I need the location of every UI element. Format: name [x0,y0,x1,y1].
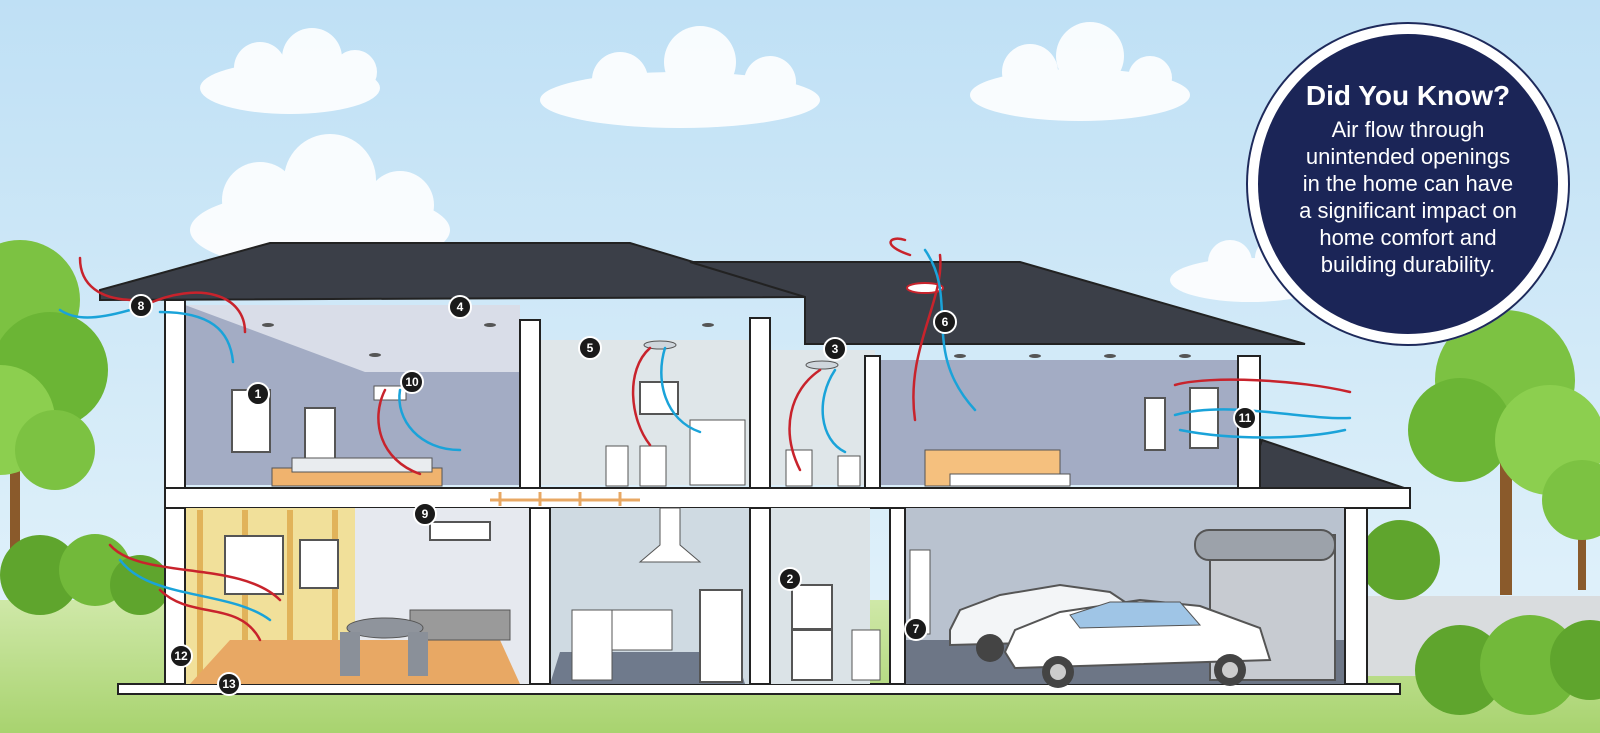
upper-left-wall [164,299,186,491]
svg-text:6: 6 [942,315,949,329]
lower-left-wall [164,507,186,685]
marker-1: 1 [246,382,270,406]
exhaust-fan-5 [643,340,677,350]
did-you-know-title: Did You Know? [1305,80,1511,111]
did-you-know-badge: Did You Know? Air flow through unintende… [1246,22,1570,346]
svg-text:7: 7 [913,622,920,636]
info-line: a significant impact on [1299,198,1517,223]
exhaust-fan-3 [805,360,839,370]
lower-divider-1 [529,507,551,685]
marker-4: 4 [448,295,472,319]
svg-text:10: 10 [405,375,419,389]
upper-furniture [271,385,1071,487]
upper-divider-1 [519,319,541,491]
marker-12: 12 [169,644,193,668]
svg-text:11: 11 [1239,411,1252,425]
svg-text:3: 3 [832,342,839,356]
info-line: unintended openings [1305,144,1511,169]
air-flow-arrows [58,237,1352,642]
foundation-slab [117,683,1401,695]
floor-joists [490,492,640,506]
cars [949,583,1272,688]
svg-text:4: 4 [457,300,464,314]
marker-7: 7 [904,617,928,641]
right-roof [689,261,1306,345]
left-bushes [0,534,170,615]
upper-divider-3 [864,355,881,491]
did-you-know-body: Air flow through unintended openings in … [1299,116,1517,278]
right-trees [1408,310,1600,595]
marker-6: 6 [933,310,957,334]
marker-8: 8 [129,294,153,318]
info-line: in the home can have [1302,171,1514,196]
svg-text:5: 5 [587,341,594,355]
mid-floor-slab [164,487,1411,509]
marker-10: 10 [400,370,424,394]
marker-3: 3 [823,337,847,361]
attic-hatch [906,282,944,294]
upper-divider-2 [749,317,771,491]
lower-right-wall [1344,507,1368,685]
svg-text:2: 2 [787,572,794,586]
lower-divider-3 [889,507,906,685]
info-line: building durability. [1320,252,1496,277]
svg-text:9: 9 [422,507,429,521]
right-bushes [1360,520,1600,715]
marker-13: 13 [217,672,241,696]
did-you-know-panel: Did You Know? Air flow through unintende… [1258,34,1558,334]
svg-text:12: 12 [174,649,188,663]
marker-11: 11 [1233,406,1257,430]
lower-furniture [224,507,931,683]
svg-text:1: 1 [255,387,262,401]
marker-2: 2 [778,567,802,591]
info-line: home comfort and [1319,225,1497,250]
marker-9: 9 [413,502,437,526]
lower-divider-2 [749,507,771,685]
marker-5: 5 [578,336,602,360]
left-tree [0,240,108,550]
info-line: Air flow through [1331,117,1485,142]
ceiling-lights [262,323,1191,358]
svg-text:13: 13 [222,677,236,691]
svg-text:8: 8 [138,299,145,313]
upper-left-ceiling [185,305,520,372]
